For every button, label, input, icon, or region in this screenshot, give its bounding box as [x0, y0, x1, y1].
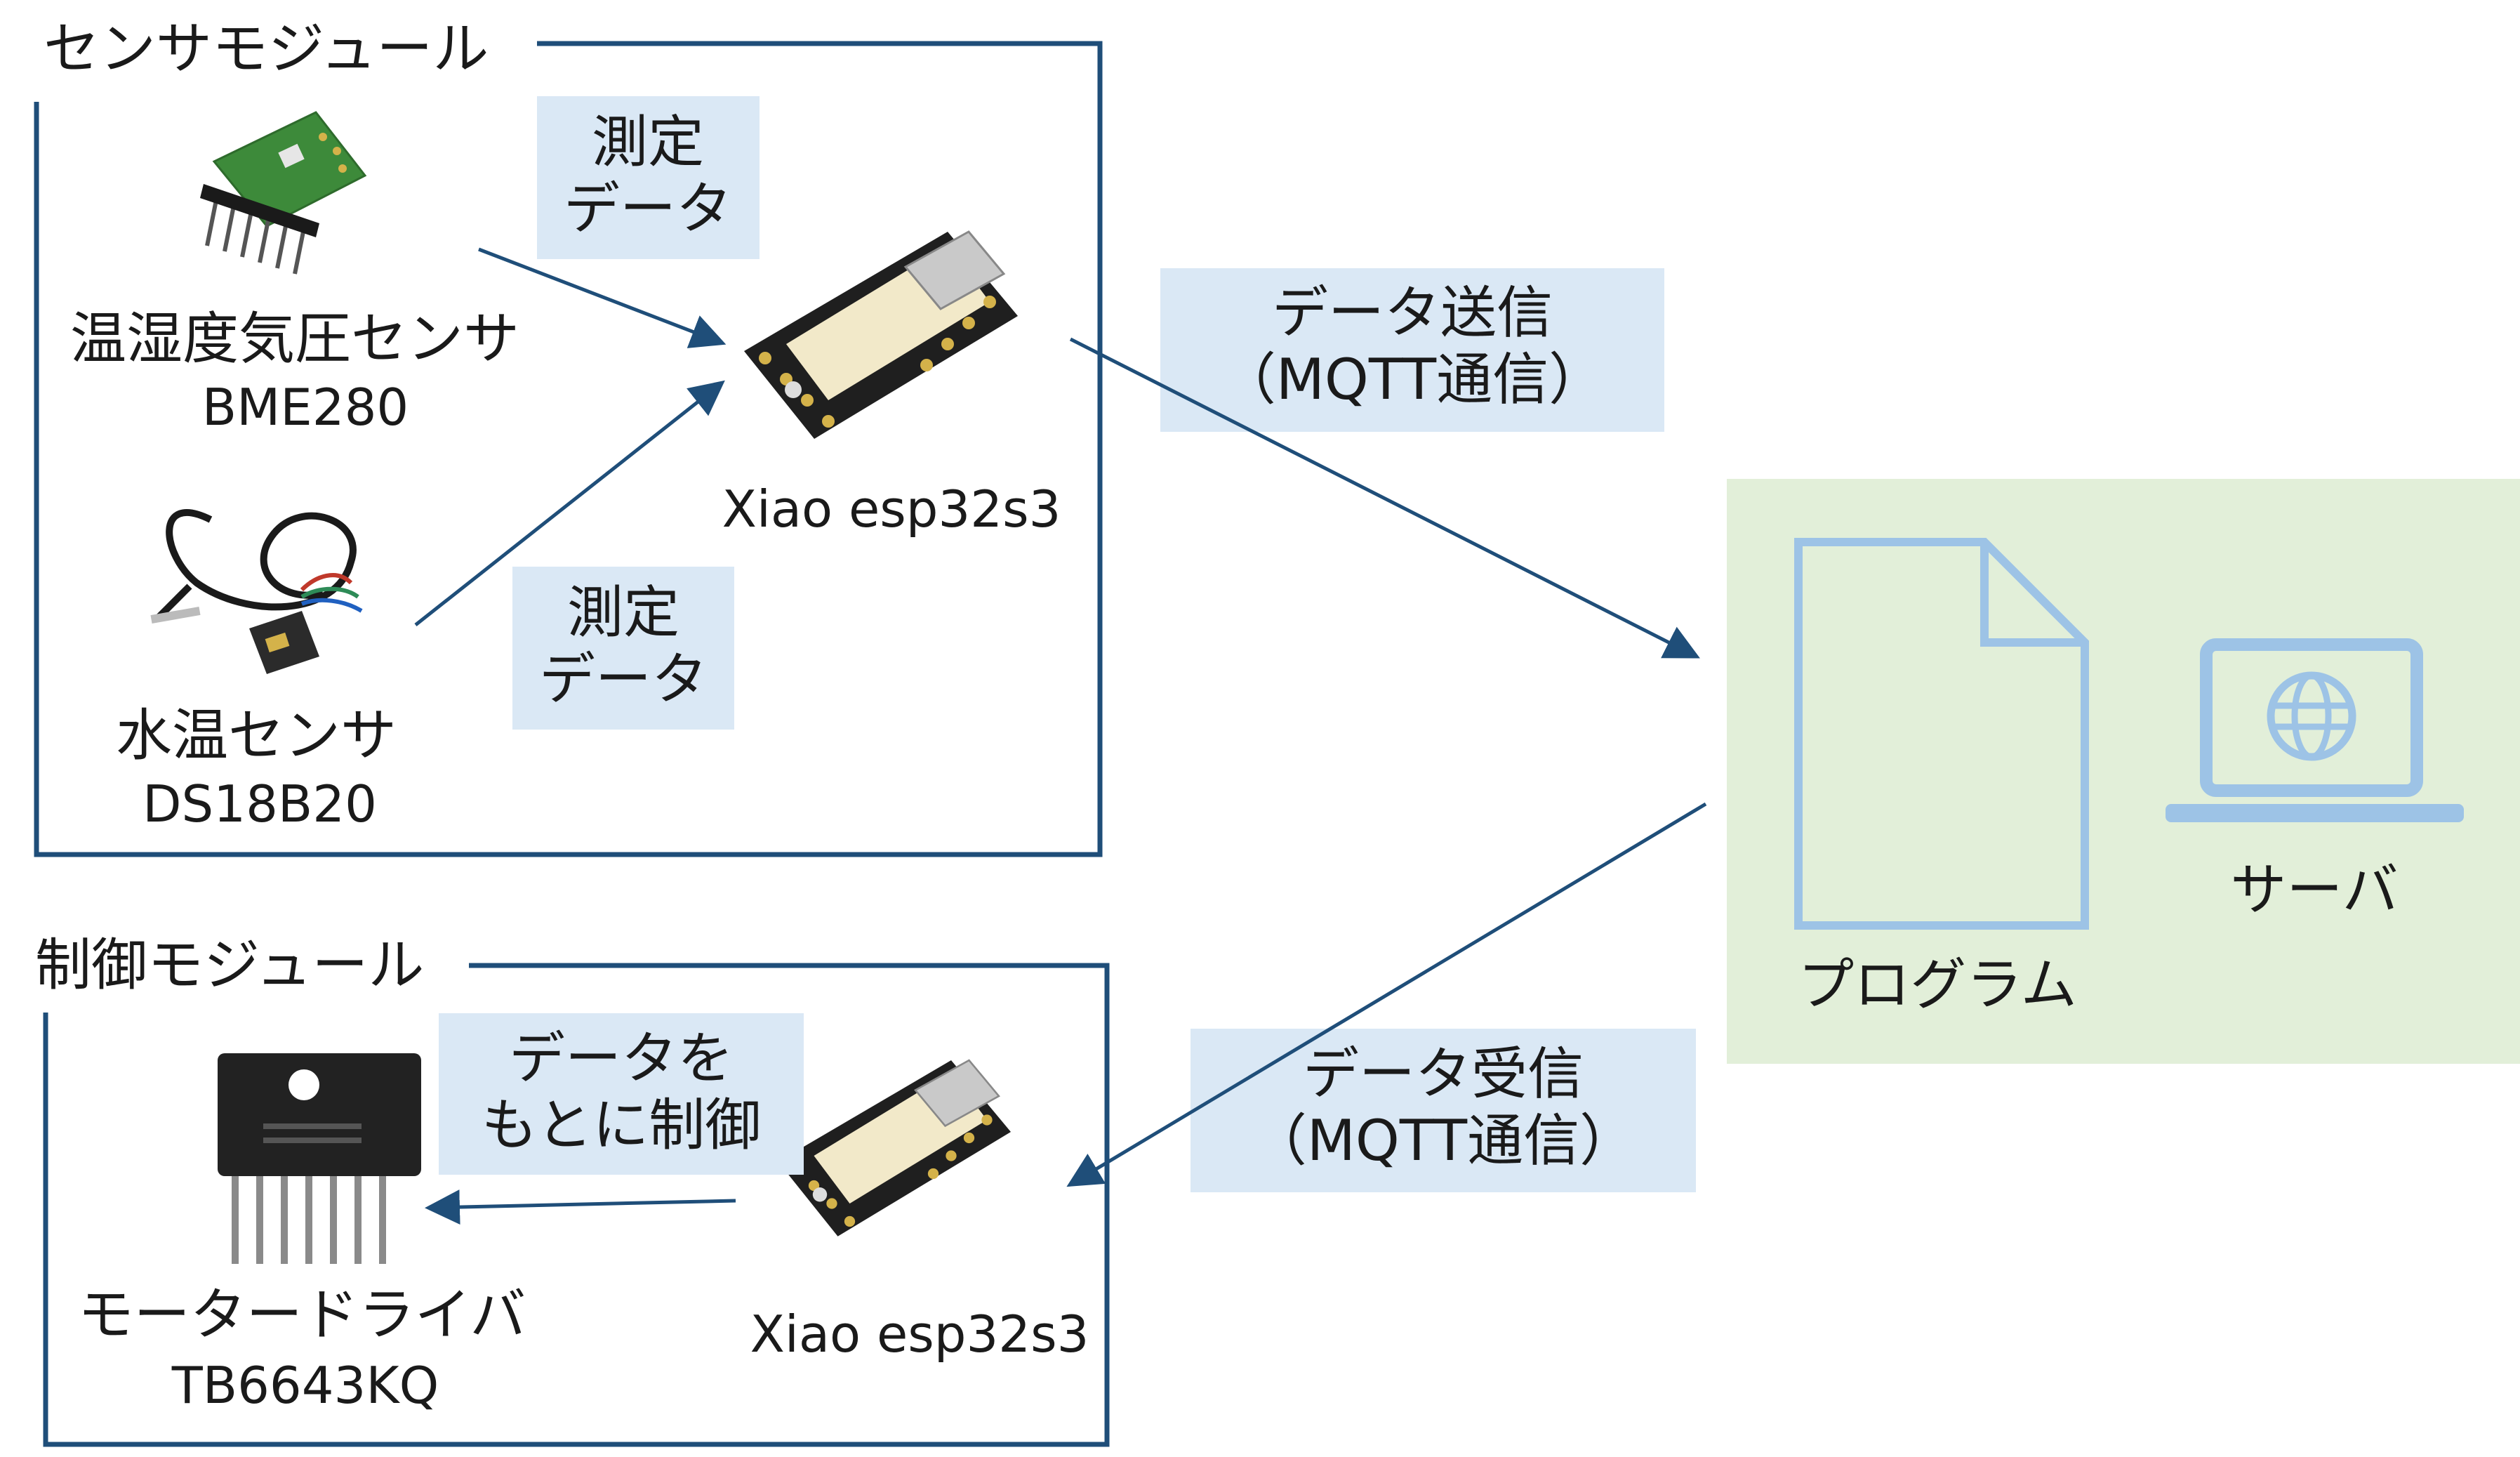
ds18b20-probe-image [150, 509, 363, 674]
measure-label-1-bg [537, 96, 760, 259]
arrows [414, 247, 1707, 1225]
arrow-ds18b20-to-mcu [414, 380, 725, 626]
receive-label-line1: データ受信 [1303, 1041, 1584, 1107]
send-label-line2: （MQTT通信） [1220, 347, 1605, 412]
program-label: プログラム [1798, 952, 2077, 1017]
server-laptop-icon [2166, 638, 2464, 822]
driver-model: TB6643KQ [171, 1356, 439, 1415]
measure-label-2-line1: 測定 [567, 580, 679, 645]
bme280-model: BME280 [202, 378, 409, 437]
measure-label-1-line1: 測定 [592, 110, 704, 175]
server-label: サーバ [2230, 857, 2398, 923]
motor-driver-chip-image [218, 1053, 421, 1264]
ds18b20-model: DS18B20 [142, 774, 377, 833]
sensor-module-frame [34, 41, 1103, 857]
measure-label-2-line2: データ [539, 647, 708, 712]
send-label-line1: データ送信 [1272, 280, 1553, 345]
sensor-mcu-label: Xiao esp32s3 [722, 480, 1061, 539]
ds18b20-name: 水温センサ [116, 703, 397, 768]
receive-label-line2: （MQTT通信） [1251, 1108, 1636, 1173]
sensor-module-title: センサモジュール [44, 16, 489, 81]
control-label-line1: データを [509, 1026, 734, 1091]
xiao-esp32s3-board-image-control [778, 1059, 1011, 1237]
receive-label-bg [1191, 1029, 1696, 1192]
control-label-line2: もとに制御 [482, 1093, 761, 1158]
control-module-title: 制御モジュール [35, 932, 424, 998]
arrow-mcu-to-driver [425, 1189, 736, 1225]
bme280-board-image [200, 111, 367, 275]
bme280-name: 温湿度気圧センサ [70, 306, 519, 371]
control-label-bg [439, 1013, 804, 1175]
control-module-frame [43, 963, 1110, 1447]
server-area [1727, 479, 2520, 1064]
measure-label-2-bg [512, 567, 734, 730]
program-document-icon [1794, 538, 2089, 930]
measure-label-1-line2: データ [564, 176, 732, 242]
arrow-server-to-control-mcu [1066, 802, 1707, 1187]
arrow-bme280-to-mcu [478, 247, 727, 348]
send-label-bg [1160, 268, 1664, 432]
control-mcu-label: Xiao esp32s3 [750, 1305, 1089, 1364]
driver-name: モータードライバ [78, 1282, 526, 1347]
xiao-esp32s3-board-image [744, 230, 1018, 439]
arrow-mcu-to-server [1069, 337, 1700, 659]
